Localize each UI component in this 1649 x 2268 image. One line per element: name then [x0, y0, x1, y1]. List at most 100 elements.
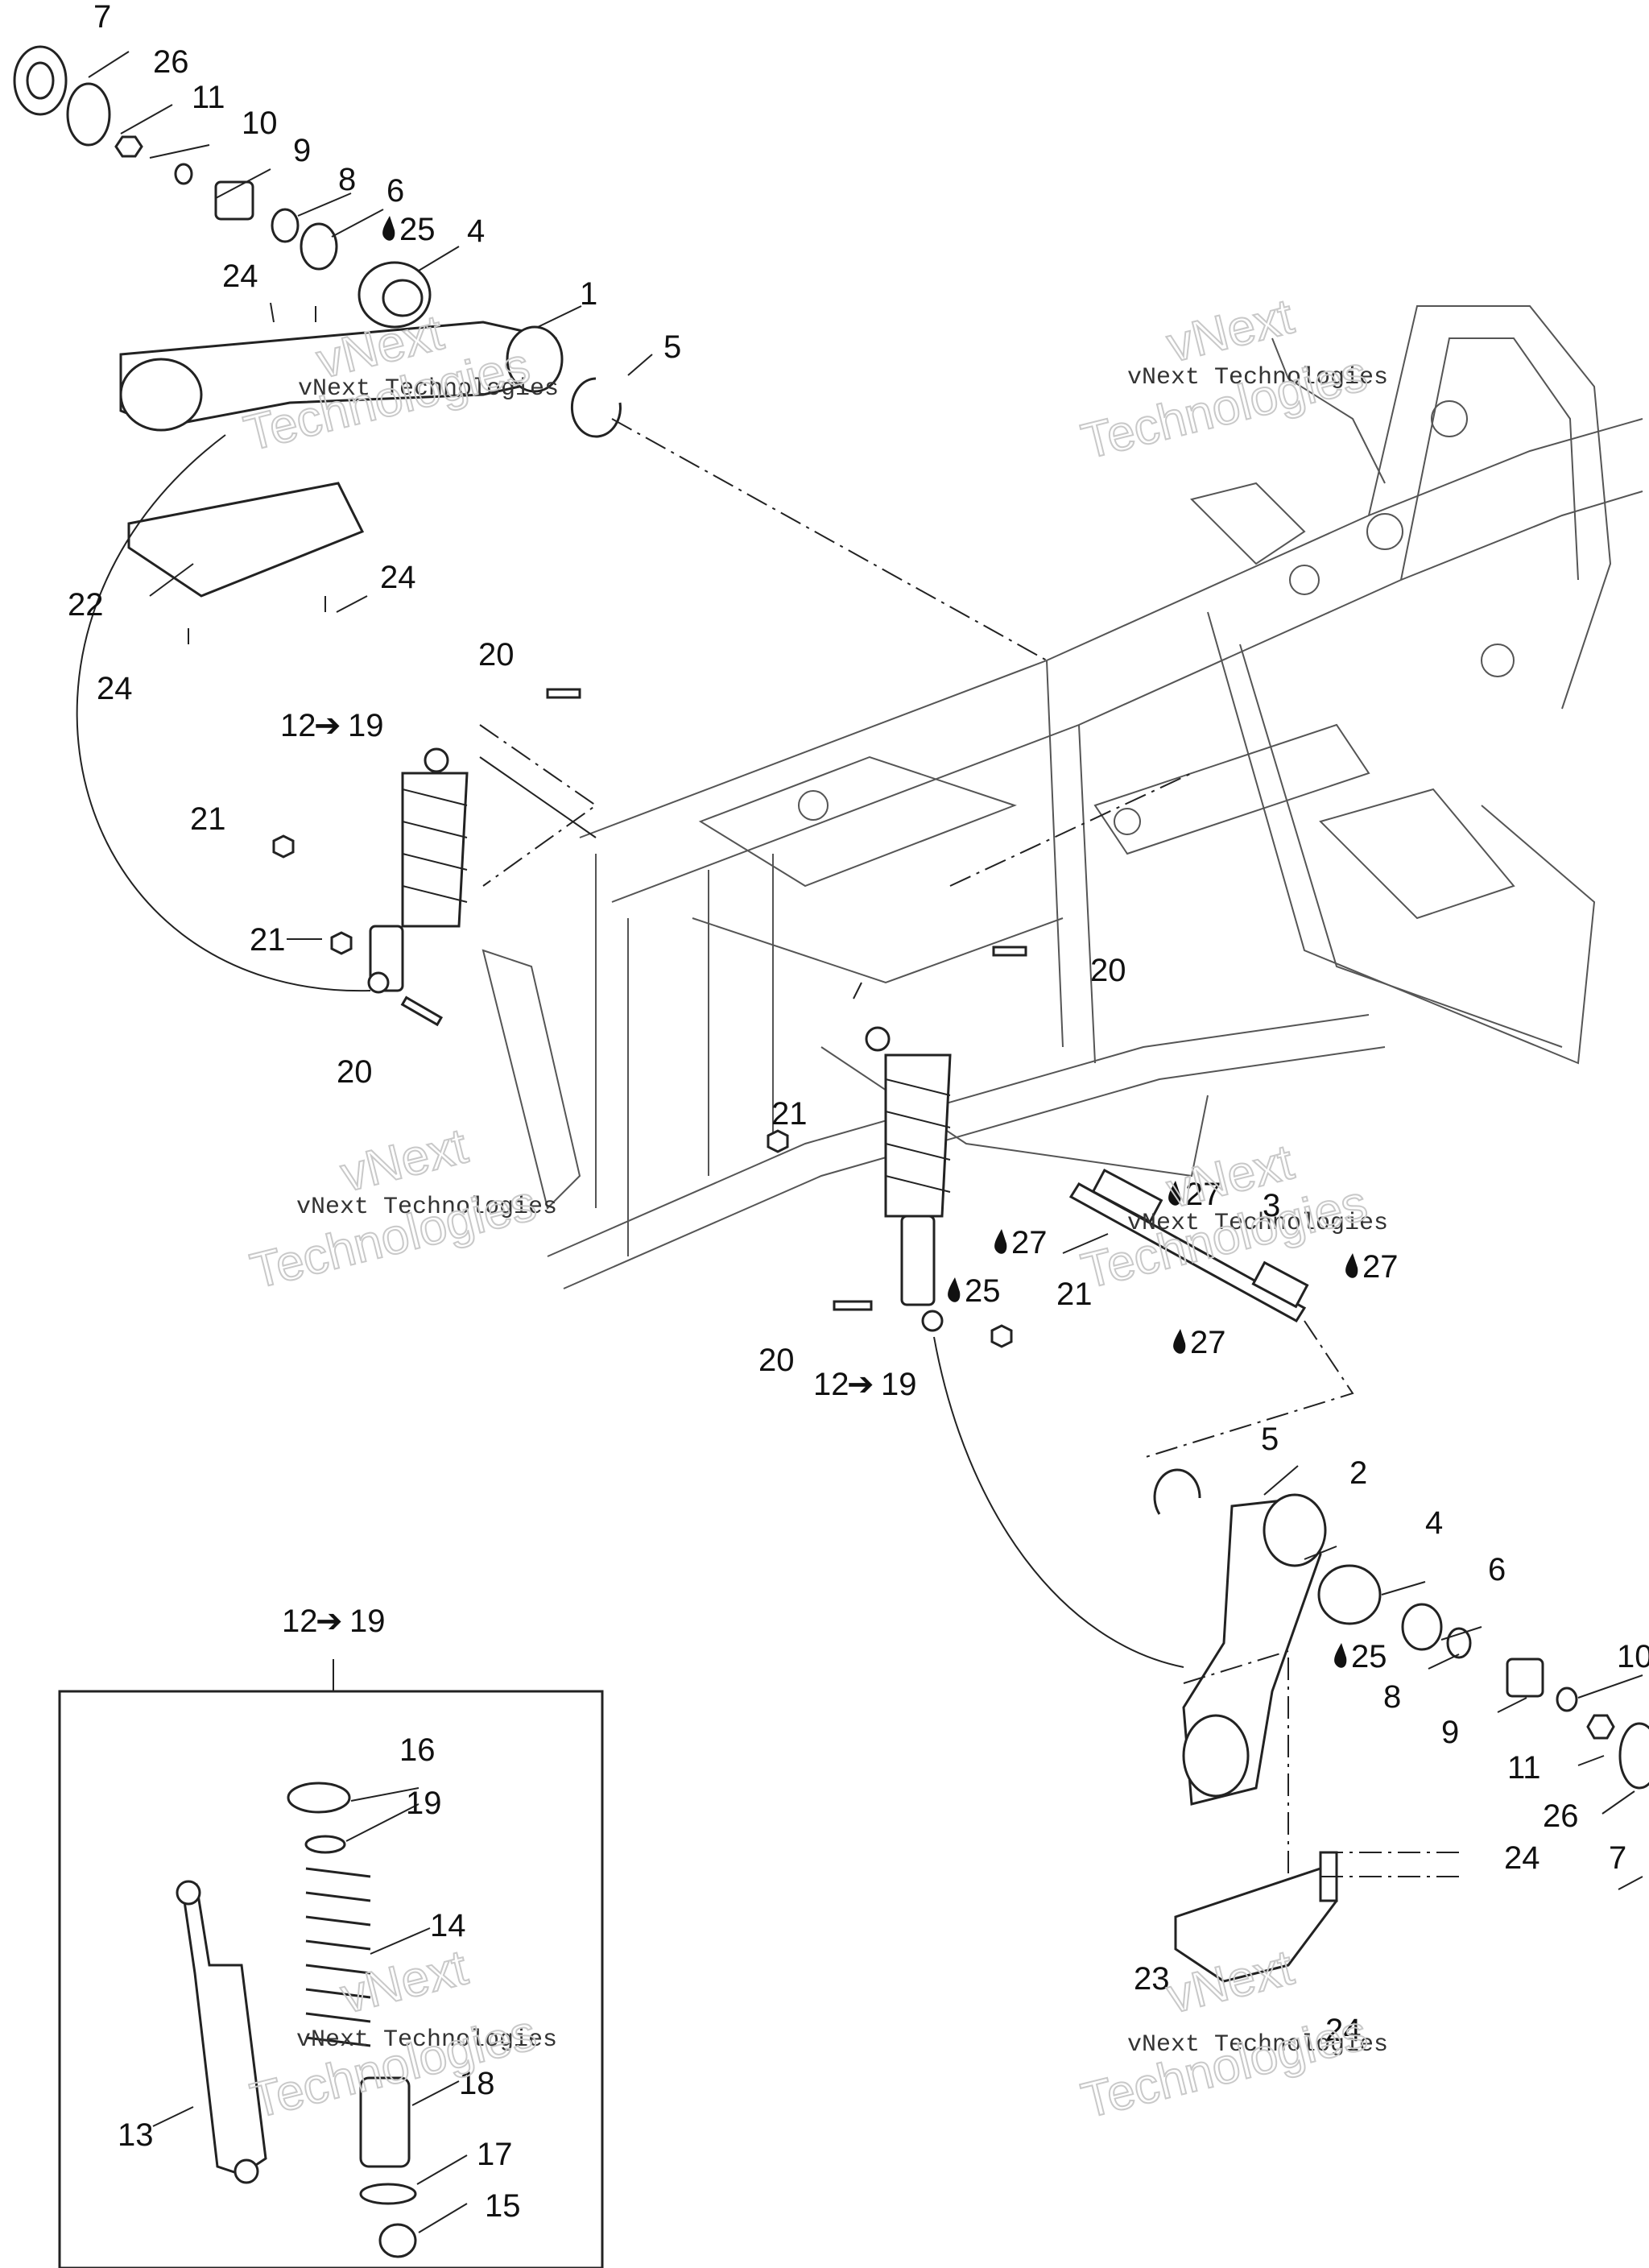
svg-text:vNext Technologies: vNext Technologies	[296, 2026, 557, 2054]
lubricant-27-b: 27	[994, 1225, 1048, 1260]
svg-text:vNext Technologies: vNext Technologies	[298, 375, 559, 403]
svg-text:vNext Technologies: vNext Technologies	[1127, 364, 1388, 391]
svg-text:vNext: vNext	[336, 1118, 473, 1202]
nut-11-top	[114, 135, 143, 158]
callout-17: 17	[477, 2137, 513, 2172]
callout-18: 18	[459, 2066, 495, 2101]
retainer-19	[304, 1835, 346, 1854]
callout-11-top: 11	[192, 80, 225, 115]
callout-24-d: 24	[1504, 1840, 1540, 1876]
callout-4-top: 4	[467, 213, 485, 249]
svg-text:vNext Technologies: vNext Technologies	[296, 1194, 557, 1221]
callout-27-b: 27	[1011, 1225, 1048, 1260]
callout-6-top: 6	[386, 173, 404, 209]
lubricant-25-mid: 25	[948, 1273, 1001, 1309]
callout-21-a: 21	[190, 801, 226, 837]
clamp-26-bottom	[1618, 1722, 1649, 1790]
callout-25-mid: 25	[965, 1273, 1001, 1309]
callout-5-bottom: 5	[1261, 1422, 1279, 1457]
clamp-26-top	[66, 82, 111, 147]
shock-absorber-left	[367, 747, 469, 994]
svg-text:19: 19	[881, 1367, 917, 1402]
callout-23: 23	[1134, 1961, 1170, 1997]
callout-26-top: 26	[153, 44, 189, 80]
washer-17	[359, 2183, 417, 2205]
callout-13: 13	[118, 2117, 154, 2153]
callout-15: 15	[485, 2188, 521, 2224]
bottom-right-assembly	[1153, 1468, 1649, 1983]
callout-labels: 7 26 11 10 9 8 6 25 4 24 1 5 22 24 24 20…	[68, 0, 1649, 2224]
callout-10-bottom: 10	[1617, 1639, 1649, 1674]
spring-14	[305, 1867, 371, 2047]
shock-detail-inset	[58, 1659, 604, 2268]
callout-1: 1	[580, 276, 597, 312]
callout-24-a: 24	[222, 259, 258, 294]
callout-12-19-c: 12 ➔ 19	[282, 1604, 386, 1639]
callout-9-bottom: 9	[1441, 1715, 1459, 1750]
callout-10-top: 10	[242, 106, 278, 141]
callout-8-top: 8	[338, 162, 356, 197]
svg-text:vNext Technologies: vNext Technologies	[1127, 2031, 1388, 2059]
callout-4-bottom: 4	[1425, 1505, 1443, 1541]
callout-5-top: 5	[663, 329, 681, 365]
callout-21-d: 21	[1056, 1277, 1093, 1312]
guard-22	[127, 482, 365, 598]
callout-3: 3	[1263, 1188, 1280, 1223]
watermark-2: vNext vNext Technologies Technologies	[1076, 288, 1388, 470]
nut-11-bottom	[1586, 1714, 1615, 1740]
callout-24-e: 24	[1325, 2013, 1362, 2048]
bump-stop-18	[359, 2076, 411, 2168]
callout-12-19-a: 12 ➔ 19	[280, 708, 384, 743]
callout-12-19-b: 12 ➔ 19	[813, 1367, 917, 1402]
shock-absorber-center	[865, 1026, 952, 1332]
top-left-assembly	[13, 45, 622, 644]
svg-text:➔: ➔	[847, 1367, 874, 1402]
svg-text:vNext: vNext	[1162, 288, 1299, 373]
callout-16: 16	[399, 1732, 436, 1768]
svg-text:➔: ➔	[316, 1604, 343, 1639]
callout-8-bottom: 8	[1383, 1679, 1401, 1715]
callout-27-c: 27	[1362, 1249, 1399, 1285]
cap-15	[378, 2223, 417, 2258]
o-ring-8-bottom	[1446, 1627, 1472, 1659]
callout-6-bottom: 6	[1488, 1552, 1506, 1587]
callout-24-b: 24	[380, 560, 416, 595]
circlip-5-bottom	[1153, 1468, 1201, 1515]
plate-9-top	[214, 180, 254, 221]
vehicle-frame	[481, 305, 1643, 1289]
callout-20-a: 20	[478, 637, 515, 673]
callout-27-d: 27	[1190, 1325, 1226, 1360]
svg-text:➔: ➔	[314, 708, 341, 743]
svg-text:12: 12	[282, 1604, 318, 1639]
lubricant-25-top: 25	[382, 212, 436, 247]
shock-body-13	[180, 1883, 267, 2176]
callout-24-c: 24	[97, 671, 133, 706]
callout-25-bottom: 25	[1351, 1639, 1387, 1674]
svg-text:19: 19	[348, 708, 384, 743]
callout-9-top: 9	[293, 133, 311, 168]
svg-text:19: 19	[349, 1604, 386, 1639]
callout-7-bottom: 7	[1609, 1840, 1626, 1876]
callout-25-top: 25	[399, 212, 436, 247]
svg-text:12: 12	[280, 708, 316, 743]
callout-2: 2	[1349, 1455, 1367, 1491]
callout-26-bottom: 26	[1543, 1798, 1579, 1834]
lubricant-27-a: 27	[1168, 1177, 1221, 1212]
watermark-3: vNext vNext Technologies Technologies	[245, 1117, 557, 1300]
callout-14: 14	[430, 1908, 466, 1943]
watermark-6: vNext vNext Technologies Technologies	[1076, 1939, 1388, 2129]
callout-20-d: 20	[758, 1343, 795, 1378]
circlip-5-top	[570, 377, 622, 438]
callout-21-c: 21	[771, 1096, 808, 1132]
washer-10-top	[174, 163, 193, 185]
lubricant-27-d: 27	[1173, 1325, 1226, 1360]
plate-9-bottom	[1506, 1658, 1544, 1698]
lubricant-25-bottom: 25	[1334, 1639, 1387, 1674]
callout-19-inset: 19	[406, 1786, 442, 1821]
lubricant-27-c: 27	[1345, 1249, 1399, 1285]
washer-10-bottom	[1556, 1687, 1578, 1712]
seal-6-bottom	[1401, 1603, 1443, 1651]
svg-text:Technologies: Technologies	[1077, 2005, 1373, 2129]
callout-7-top: 7	[93, 0, 111, 35]
